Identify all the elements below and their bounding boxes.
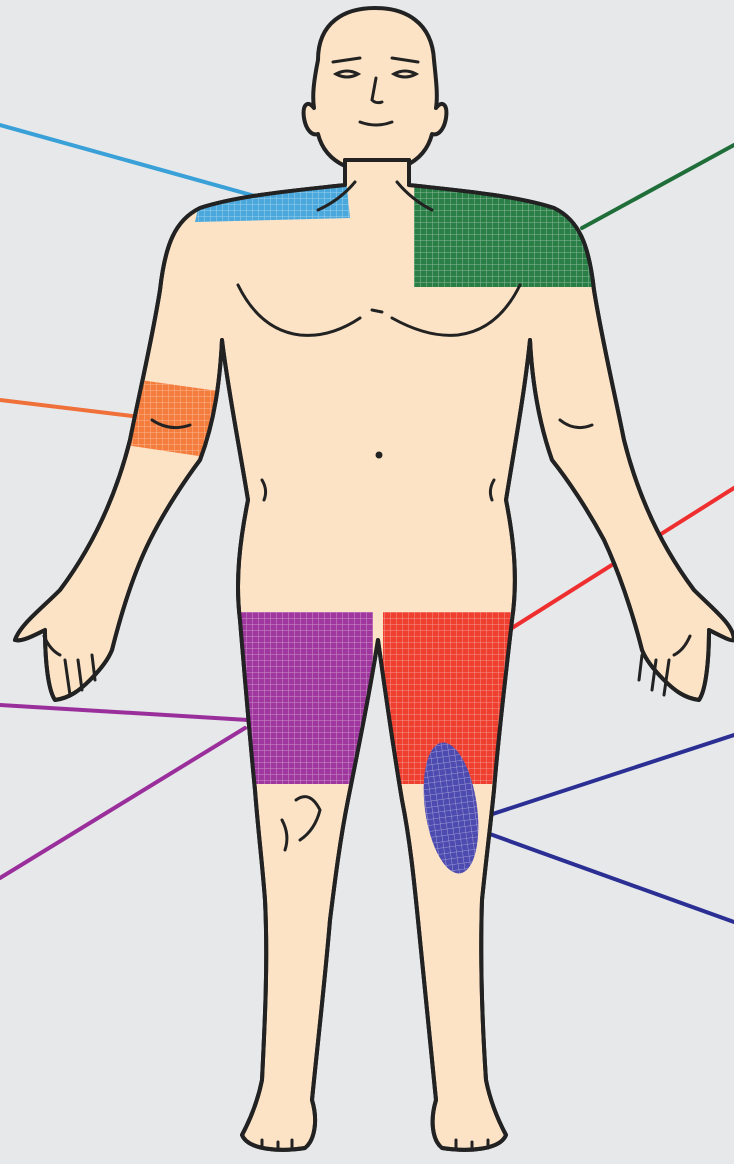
left-thigh-region — [238, 612, 373, 784]
